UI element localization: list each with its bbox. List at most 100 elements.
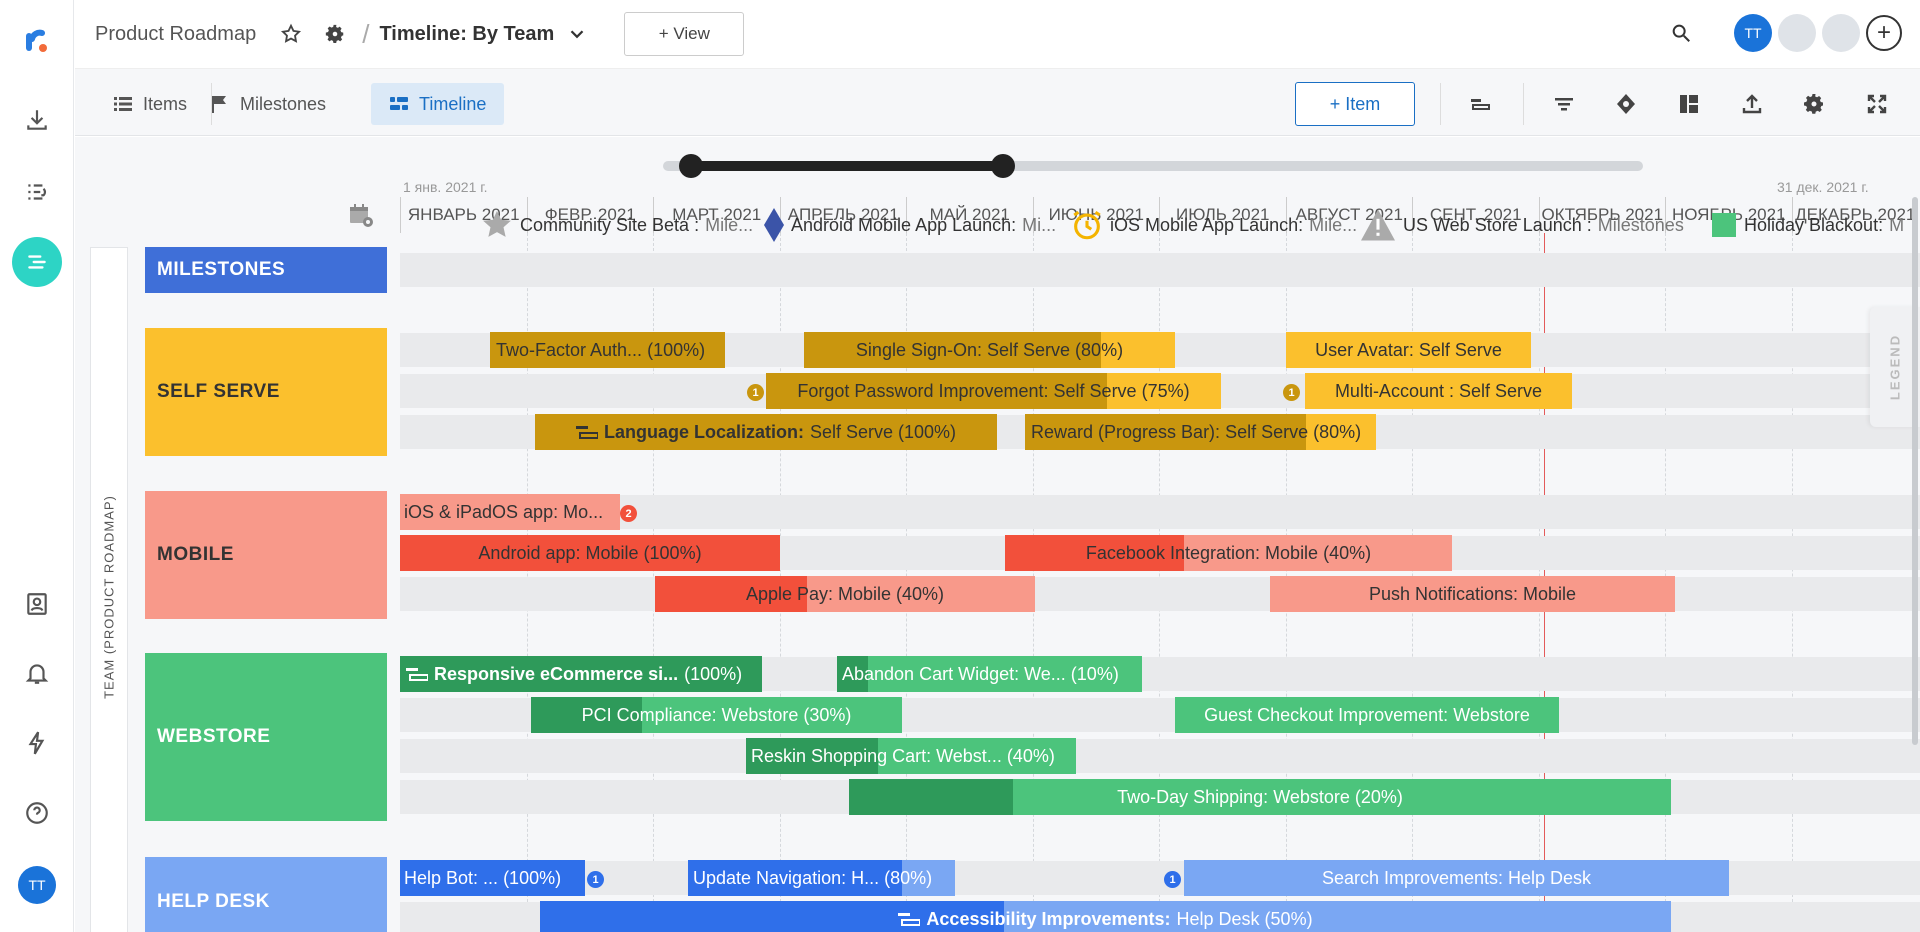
group-axis-label: TEAM (PRODUCT ROADMAP) [90,247,128,932]
divider [1440,83,1441,125]
month-header: ФЕВР. 2021 [526,197,654,233]
roadmap-bar[interactable]: Responsive eCommerce si... (100%) [400,656,762,692]
range-end-caption: 31 дек. 2021 г. [1777,179,1869,195]
filter-icon[interactable] [1547,87,1581,121]
list-flow-icon[interactable] [17,172,57,212]
divider [211,83,212,125]
roadmap-bar[interactable]: PCI Compliance: Webstore (30%) [531,697,902,733]
view-title[interactable]: Timeline: By Team [379,22,555,45]
dependency-badge[interactable]: 2 [620,505,637,522]
roadmap-bar[interactable]: Facebook Integration: Mobile (40%) [1005,535,1452,571]
lane-header-self-serve[interactable]: SELF SERVE [145,328,387,456]
fullscreen-icon[interactable] [1860,87,1894,121]
lane-header-help-desk[interactable]: HELP DESK [145,857,387,932]
warning-icon [1361,209,1395,241]
milestone-item[interactable]: Android Mobile App Launch:Mi... [763,207,1056,243]
dependency-badge[interactable]: 1 [1283,384,1300,401]
tab-timeline[interactable]: Timeline [371,83,505,125]
flag-icon [212,96,226,113]
roadmap-bar[interactable]: Android app: Mobile (100%) [400,535,780,571]
roadmap-bar[interactable]: Update Navigation: H... (80%) [688,860,955,896]
tab-items[interactable]: Items [95,83,205,125]
row-background [400,739,1920,773]
roadmap-bar[interactable]: Two-Day Shipping: Webstore (20%) [849,779,1671,815]
lane-header-milestones[interactable]: MILESTONES [145,247,387,293]
roadmap-bar[interactable]: iOS & iPadOS app: Mo... [400,494,620,530]
project-title[interactable]: Product Roadmap [95,22,257,45]
help-icon[interactable] [17,793,57,833]
view-settings-gear-icon[interactable] [1797,87,1831,121]
roadmap-bar[interactable]: Search Improvements: Help Desk [1184,860,1729,896]
export-upload-icon[interactable] [1735,87,1769,121]
chevron-down-icon[interactable] [560,17,594,51]
roadmap-bar[interactable]: Two-Factor Auth... (100%) [490,332,725,368]
divider [1523,83,1524,125]
star-icon[interactable] [274,17,308,51]
left-rail: TT [0,0,74,932]
roadmap-bar[interactable]: Apple Pay: Mobile (40%) [655,576,1035,612]
roadmap-bar[interactable]: Language Localization: Self Serve (100%) [535,414,997,450]
breadcrumb-separator: / [362,18,370,49]
month-header: МАРТ 2021 [653,197,780,233]
item-group-icon [575,426,598,439]
add-view-button[interactable]: + View [624,12,745,56]
tab-milestones[interactable]: Milestones [192,83,344,125]
search-icon[interactable] [1664,16,1698,50]
diamond-milestone-icon[interactable] [1609,87,1643,121]
square-icon [1712,213,1736,237]
roadmunk-logo-icon[interactable] [17,22,57,62]
month-header: ДЕКАБРЬ 2021 [1791,197,1919,233]
lightning-icon[interactable] [17,723,57,763]
milestone-item[interactable]: Holiday Blackout:M [1710,207,1904,243]
dependency-badge[interactable]: 1 [747,384,764,401]
timeline-body: 1 янв. 2021 г. 31 дек. 2021 г. ЯНВАРЬ 20… [75,137,1920,932]
row-background [400,253,1920,287]
add-collaborator-button[interactable]: + [1866,15,1902,51]
roadmap-bar[interactable]: Push Notifications: Mobile [1270,576,1675,612]
roadmap-bar[interactable]: Guest Checkout Improvement: Webstore [1175,697,1559,733]
roadmap-bar[interactable]: Reskin Shopping Cart: Webst... (40%) [746,738,1076,774]
milestone-item[interactable]: iOS Mobile App Launch:Mile... [1070,207,1357,243]
date-range-track[interactable] [663,161,1643,171]
item-bar-display-icon[interactable] [1463,87,1497,121]
month-header: АПРЕЛЬ 2021 [779,197,907,233]
date-range-selection[interactable] [691,161,1003,171]
roadmap-bar[interactable]: Single Sign-On: Self Serve (80%) [804,332,1175,368]
dependency-badge[interactable]: 1 [587,871,604,888]
lane-header-mobile[interactable]: MOBILE [145,491,387,619]
collaborator-avatar-empty[interactable] [1778,14,1816,52]
month-header: ЯНВАРЬ 2021 [400,197,527,233]
calendar-settings-icon[interactable] [347,201,375,229]
lane-header-webstore[interactable]: WEBSTORE [145,653,387,821]
settings-gear-icon[interactable] [318,17,352,51]
collaborator-avatar-empty[interactable] [1822,14,1860,52]
vertical-scrollbar[interactable] [1912,197,1918,745]
contacts-icon[interactable] [17,584,57,624]
dependency-badge[interactable]: 1 [1164,871,1181,888]
milestone-item[interactable]: Community Site Beta :Mile... [480,207,753,243]
legend-toggle[interactable]: LEGEND [1870,307,1920,427]
download-icon[interactable] [17,100,57,140]
roadmap-nav-icon[interactable] [12,237,62,287]
roadmap-bar[interactable]: User Avatar: Self Serve [1286,332,1531,368]
milestone-item[interactable]: US Web Store Launch :Milestones [1359,207,1684,243]
range-start-handle[interactable] [679,154,703,178]
roadmap-bar[interactable]: Abandon Cart Widget: We... (10%) [837,656,1142,692]
roadmap-bar[interactable]: Multi-Account : Self Serve [1305,373,1572,409]
alarm-clock-icon [1073,210,1101,240]
layout-panels-icon[interactable] [1672,87,1706,121]
view-toolbar: Items Milestones Timeline + Item [75,68,1920,136]
star-icon [483,210,511,237]
roadmap-bar[interactable]: Accessibility Improvements: Help Desk (5… [540,901,1671,932]
roadmap-bar[interactable]: Help Bot: ... (100%) [400,860,585,896]
collaborator-avatar[interactable]: TT [1734,14,1772,52]
list-icon [114,97,132,111]
bell-icon[interactable] [17,653,57,693]
add-item-button[interactable]: + Item [1295,82,1415,126]
roadmap-bar[interactable]: Forgot Password Improvement: Self Serve … [766,373,1221,409]
user-avatar[interactable]: TT [18,866,56,904]
timeline-icon [390,97,408,110]
roadmap-bar[interactable]: Reward (Progress Bar): Self Serve (80%) [1025,414,1376,450]
range-end-handle[interactable] [991,154,1015,178]
